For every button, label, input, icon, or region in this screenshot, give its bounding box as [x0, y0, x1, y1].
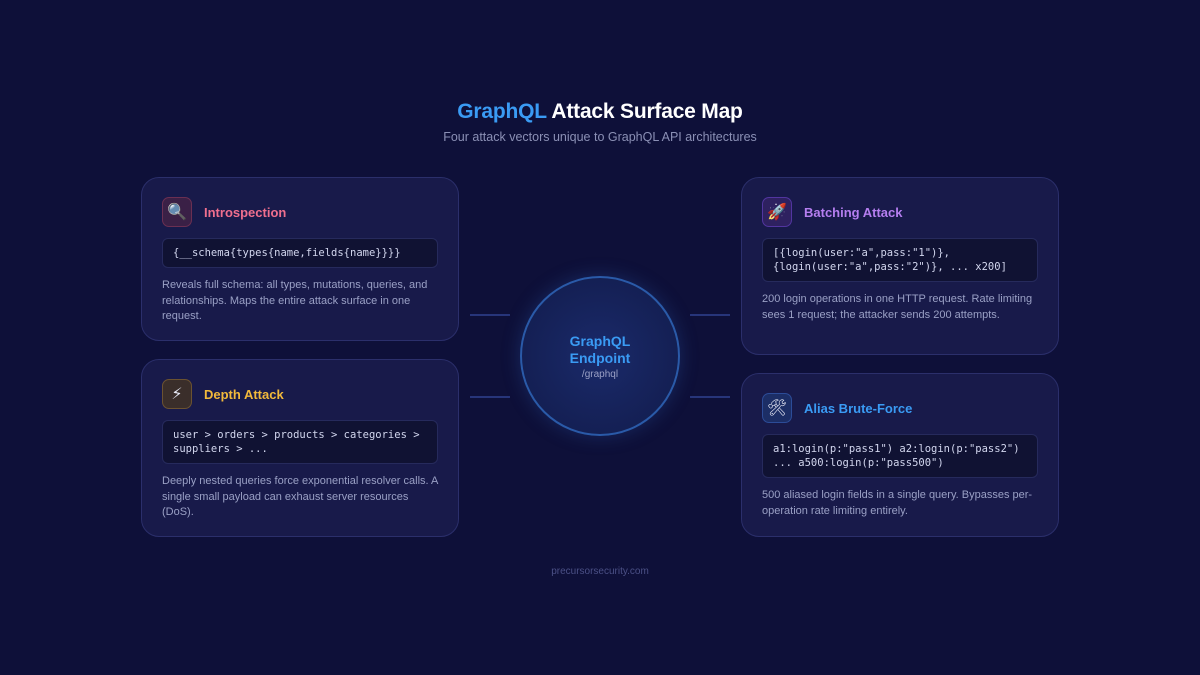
page-title-rest: Attack Surface Map [546, 100, 743, 123]
code-snippet: user > orders > products > categories > … [162, 420, 438, 464]
card-description: 500 aliased login fields in a single que… [762, 489, 1033, 517]
rocket-icon: 🚀 [762, 197, 792, 227]
hub-title: GraphQL Endpoint [569, 332, 631, 366]
card-header: ⚡ Depth Attack [162, 378, 438, 410]
header: GraphQL Attack Surface Map Four attack v… [0, 100, 1200, 144]
card-depth-attack: ⚡ Depth Attack user > orders > products … [141, 359, 459, 537]
page-title: GraphQL Attack Surface Map [0, 100, 1200, 124]
hub-path: /graphql [581, 368, 619, 380]
card-description: Deeply nested queries force exponential … [162, 475, 438, 518]
page-title-accent: GraphQL [457, 100, 547, 123]
page-subtitle: Four attack vectors unique to GraphQL AP… [443, 130, 757, 144]
connector-batching-attack [690, 314, 730, 316]
footer-credit: precursorsecurity.com [551, 566, 649, 577]
connector-introspection [470, 314, 510, 316]
card-title: Depth Attack [204, 386, 284, 402]
card-title: Batching Attack [804, 204, 903, 220]
connector-alias-brute-force [690, 396, 730, 398]
card-batching-attack: 🚀 Batching Attack [{login(user:"a",pass:… [741, 177, 1059, 355]
card-header: 🔍 Introspection [162, 196, 438, 228]
card-title: Alias Brute-Force [804, 400, 913, 416]
card-introspection: 🔍 Introspection {__schema{types{name,fie… [141, 177, 459, 341]
code-snippet: a1:login(p:"pass1") a2:login(p:"pass2") … [762, 434, 1038, 478]
card-description: Reveals full schema: all types, mutation… [162, 279, 428, 322]
code-snippet: [{login(user:"a",pass:"1")}, {login(user… [762, 238, 1038, 282]
card-description: 200 login operations in one HTTP request… [762, 293, 1033, 321]
card-title: Introspection [204, 204, 287, 220]
code-snippet: {__schema{types{name,fields{name}}}} [162, 238, 438, 268]
card-header: 🛠 Alias Brute-Force [762, 392, 1038, 424]
magnifying-glass-icon: 🔍 [162, 197, 192, 227]
connector-depth-attack [470, 396, 510, 398]
lightning-icon: ⚡ [162, 379, 192, 409]
card-alias-brute-force: 🛠 Alias Brute-Force a1:login(p:"pass1") … [741, 373, 1059, 537]
card-header: 🚀 Batching Attack [762, 196, 1038, 228]
graphql-endpoint-hub: GraphQL Endpoint /graphql [520, 276, 680, 436]
hammer-wrench-icon: 🛠 [762, 393, 792, 423]
